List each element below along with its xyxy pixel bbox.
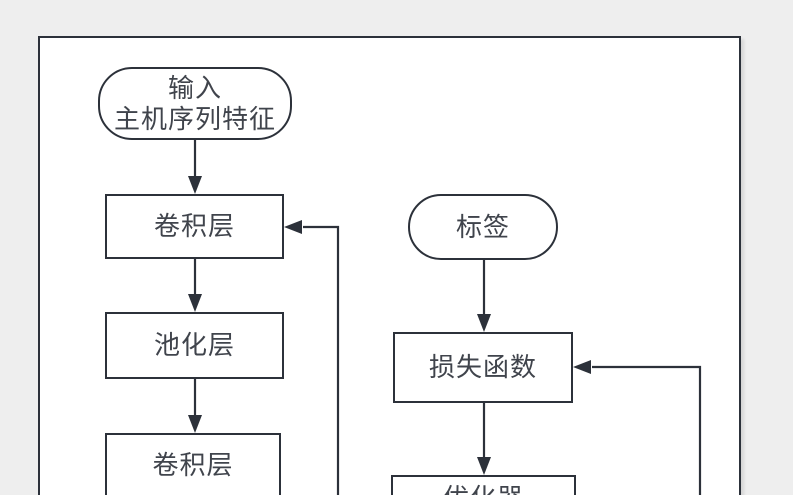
node-conv-layer-1-label: 卷积层 xyxy=(153,211,235,241)
node-conv-layer-1: 卷积层 xyxy=(105,194,284,259)
node-label-label: 标签 xyxy=(455,211,510,242)
node-input: 输入 主机序列特征 xyxy=(98,67,292,140)
node-conv-layer-2: 卷积层 xyxy=(105,433,281,495)
node-loss-function: 损失函数 xyxy=(393,332,573,403)
node-loss-function-label: 损失函数 xyxy=(428,352,537,382)
node-label: 标签 xyxy=(408,194,558,260)
node-input-label-line1: 输入 xyxy=(167,72,222,103)
node-pooling-layer: 池化层 xyxy=(105,312,284,379)
node-optimizer-label: 优化器 xyxy=(443,483,524,495)
node-input-label-line2: 主机序列特征 xyxy=(113,103,276,134)
node-conv-layer-2-label: 卷积层 xyxy=(152,449,234,480)
node-pooling-layer-label: 池化层 xyxy=(153,330,235,360)
node-optimizer: 优化器 xyxy=(391,475,576,495)
